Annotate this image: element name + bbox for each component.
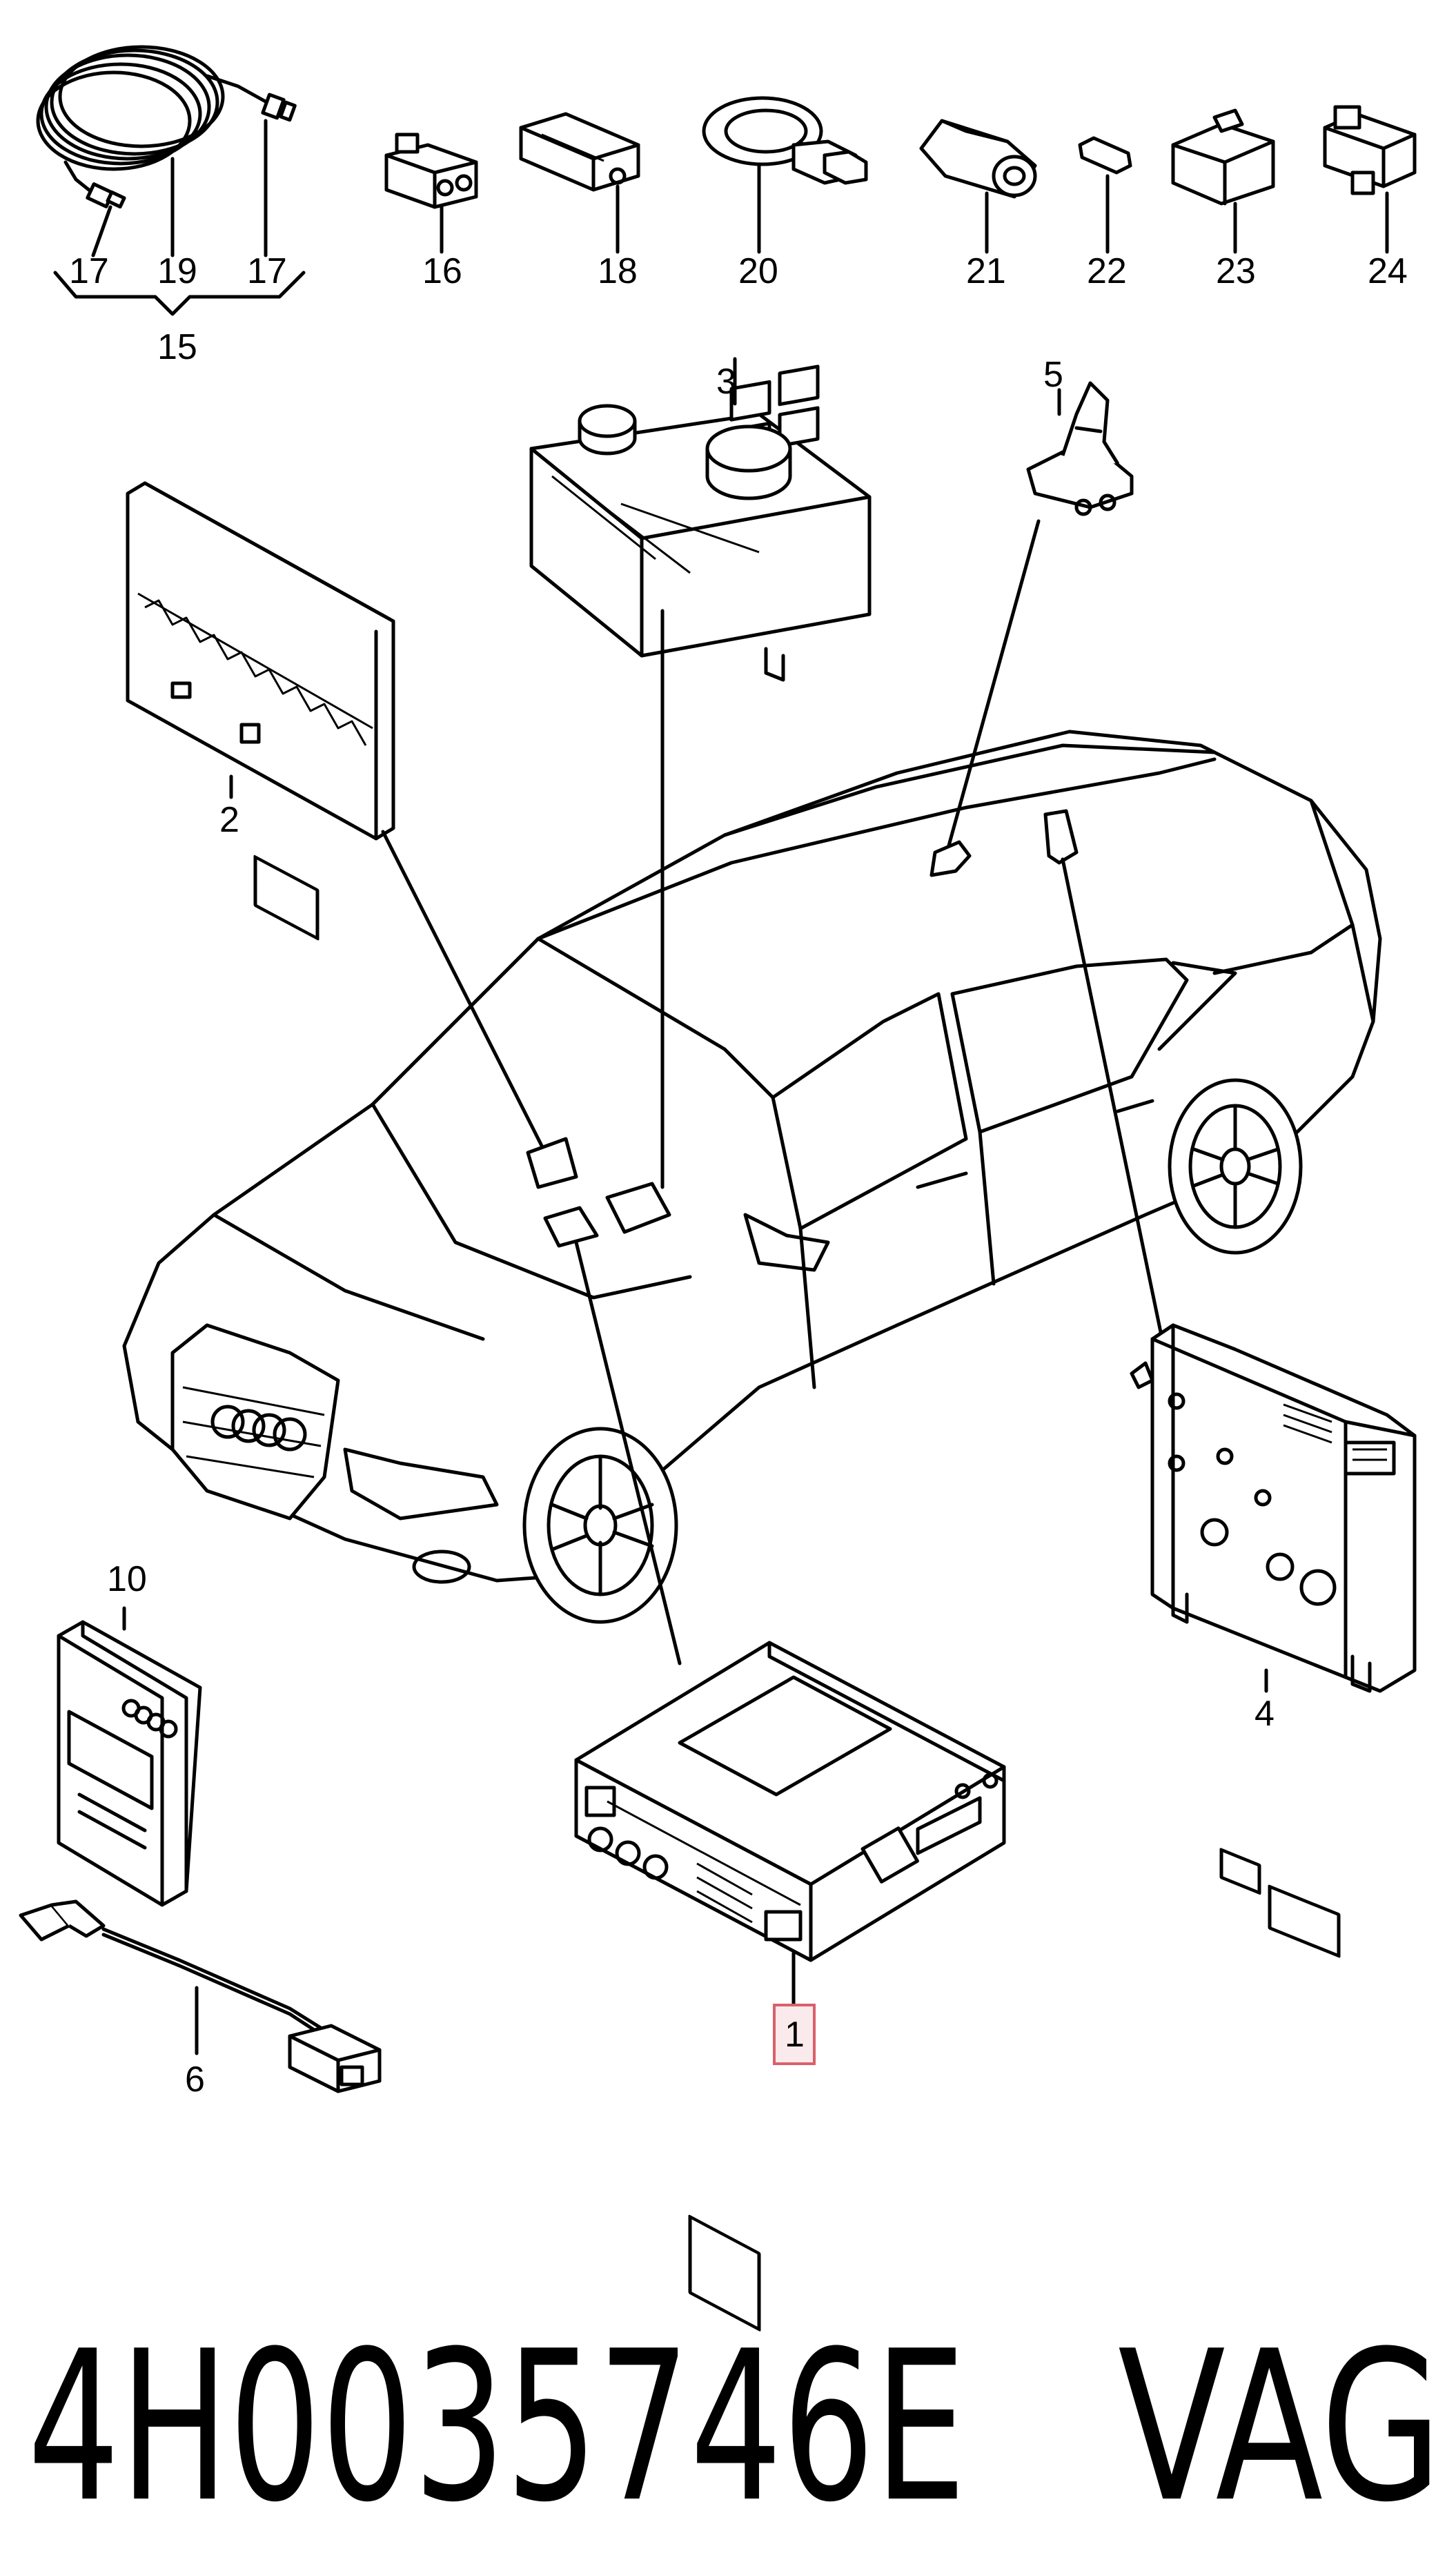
callout-4: 4: [1255, 1694, 1275, 1734]
callout-24: 24: [1368, 251, 1408, 291]
part-number: 4H0035746E: [28, 2307, 966, 2548]
control-panel-part-3: [529, 364, 872, 682]
callout-19: 19: [157, 251, 197, 291]
navigation-unit-part-4: [1130, 1323, 1417, 1958]
connector-part-16: [384, 133, 478, 209]
callout-6: 6: [185, 2060, 205, 2100]
callout-1-highlight-box: [773, 2004, 816, 2065]
radio-head-unit-part-1: [574, 1641, 1006, 2332]
housing-part-21: [919, 119, 1037, 199]
coiled-cable-part-15: [36, 45, 297, 209]
connector-part-24: [1323, 105, 1417, 195]
callout-20: 20: [738, 251, 778, 291]
car-outline: [122, 730, 1382, 1624]
callout-16: 16: [422, 251, 462, 291]
callout-1: 1: [785, 2015, 805, 2055]
cap-part-23: [1171, 108, 1275, 206]
pin-part-22: [1078, 136, 1132, 175]
callout-23: 23: [1216, 251, 1256, 291]
callout-22: 22: [1087, 251, 1127, 291]
callout-5: 5: [1043, 355, 1063, 395]
callout-21: 21: [966, 251, 1006, 291]
control-module-part-2: [126, 481, 395, 941]
callout-10: 10: [107, 1559, 147, 1599]
callout-15: 15: [157, 327, 197, 367]
brand-name: VAG: [1118, 2307, 1442, 2548]
callout-17-right: 17: [247, 251, 287, 291]
antenna-cable-part-6: [19, 1899, 382, 2093]
manual-booklet-part-10: [57, 1620, 202, 1907]
callout-18: 18: [598, 251, 638, 291]
callout-2: 2: [219, 800, 239, 840]
antenna-ring-part-20: [702, 96, 868, 185]
callout-17-left: 17: [69, 251, 109, 291]
callout-3: 3: [716, 362, 736, 402]
connector-housing-part-18: [519, 112, 640, 192]
roof-antenna-part-5: [1026, 381, 1134, 516]
